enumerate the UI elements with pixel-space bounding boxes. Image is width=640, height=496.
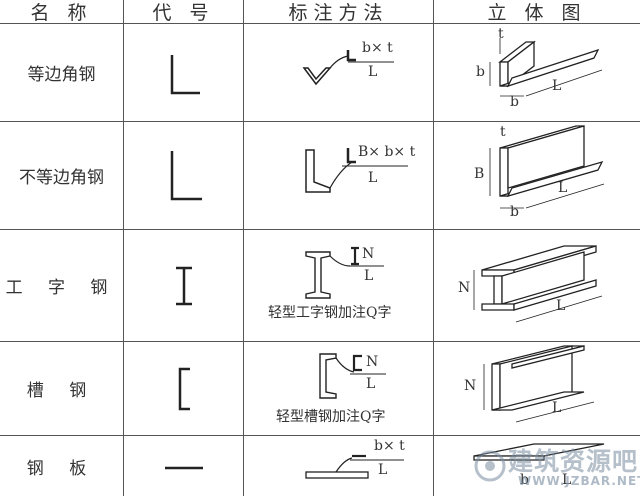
3d-cell-unequal-angle: t B b L (434, 122, 640, 230)
notation-length-label: L (368, 170, 378, 186)
dim-b: b (510, 204, 519, 220)
dim-L: L (552, 78, 562, 94)
dim-L: L (556, 298, 566, 314)
row-name-steel-plate: 钢 板 (0, 436, 124, 496)
code-cell-equal-angle (124, 24, 244, 122)
notation-cell-channel: N L 轻型槽钢加注Q字 (244, 342, 434, 436)
equal-angle-3d-icon (489, 37, 603, 96)
channel-section-icon (319, 352, 386, 399)
dim-b-vertical: b (476, 64, 485, 80)
3d-cell-equal-angle: t b b L (434, 24, 640, 122)
notation-length-label: L (368, 64, 378, 80)
notation-length-label: L (364, 268, 374, 284)
3d-cell-steel-plate: b L (434, 436, 640, 496)
code-cell-unequal-angle (124, 122, 244, 230)
watermark-text: 建筑资源吧 (508, 447, 639, 476)
notation-cell-steel-plate: b× t L (244, 436, 434, 496)
plate-section-icon (305, 454, 404, 479)
light-i-beam-note: 轻型工字钢加注Q字 (268, 305, 392, 321)
notation-label: N (366, 354, 379, 370)
dim-b: b (520, 472, 529, 488)
dim-N: N (464, 378, 477, 394)
i-beam-3d-icon (473, 244, 603, 322)
dim-t: t (498, 26, 504, 42)
row-name-channel: 槽 钢 (0, 342, 124, 436)
row-name-i-beam: 工 字 钢 (0, 230, 124, 342)
channel-3d-icon (483, 344, 595, 422)
angle-section-icon (302, 49, 394, 85)
light-channel-note: 轻型槽钢加注Q字 (276, 409, 386, 425)
angle-symbol-icon (170, 150, 202, 200)
notation-cell-i-beam: N L 轻型工字钢加注Q字 (244, 230, 434, 342)
3d-cell-channel: N L (434, 342, 640, 436)
unequal-angle-3d-icon (489, 124, 605, 208)
notation-label: N (362, 246, 375, 262)
plate-symbol-icon (164, 466, 203, 470)
code-cell-i-beam (124, 230, 244, 342)
notation-cell-unequal-angle: B× b× t L (244, 122, 434, 230)
notation-length-label: L (378, 462, 388, 478)
notation-label: b× t (374, 438, 405, 454)
header-notation: 标注方法 (244, 0, 434, 24)
channel-symbol-icon (178, 367, 190, 410)
header-name: 名 称 (0, 0, 124, 24)
3d-cell-i-beam: N L (434, 230, 640, 342)
header-code: 代 号 (124, 0, 244, 24)
unequal-angle-section-icon (305, 147, 408, 193)
notation-label: b× t (362, 40, 393, 56)
notation-label: B× b× t (358, 144, 416, 160)
notation-cell-equal-angle: b× t L (244, 24, 434, 122)
code-cell-channel (124, 342, 244, 436)
header-3d-view: 立 体 图 (434, 0, 640, 24)
dim-L: L (558, 180, 568, 196)
dim-L: L (552, 400, 562, 416)
watermark-url: WWW.JZBAR.NET (518, 474, 640, 488)
dim-t: t (500, 124, 506, 140)
notation-length-label: L (366, 376, 376, 392)
dim-N: N (458, 280, 471, 296)
dim-B: B (474, 166, 485, 182)
i-beam-section-icon (305, 246, 384, 299)
row-name-equal-angle: 等边角钢 (0, 24, 124, 122)
angle-symbol-icon (170, 54, 200, 94)
i-beam-symbol-icon (175, 266, 192, 305)
code-cell-steel-plate (124, 436, 244, 496)
dim-L: L (562, 472, 572, 488)
row-name-unequal-angle: 不等边角钢 (0, 122, 124, 230)
dim-b-horizontal: b (510, 94, 519, 110)
